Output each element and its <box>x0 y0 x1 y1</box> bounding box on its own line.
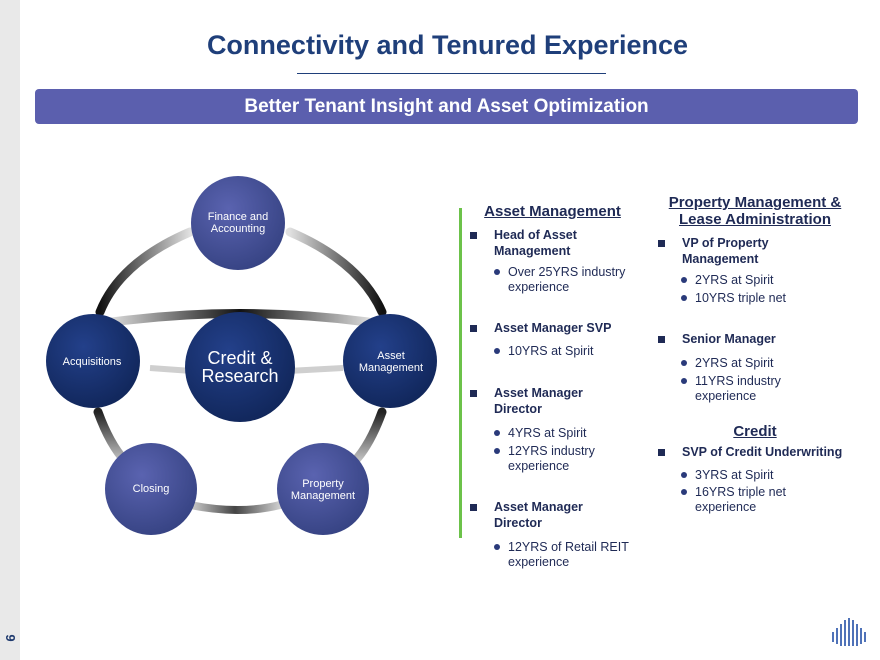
side-strip <box>0 0 20 660</box>
heading-line: Property Management & <box>668 194 842 211</box>
role-head-of-asset-management: Head of Asset Management <box>470 227 577 259</box>
node-asset-label-1: Asset <box>377 350 405 362</box>
fact-2yrs-spirit-senior: 2YRS at Spirit <box>681 356 774 370</box>
node-closing <box>105 443 197 535</box>
node-center-label-1: Credit & <box>207 348 272 368</box>
role-line: Director <box>494 402 542 416</box>
credit-heading: Credit <box>733 423 777 440</box>
role-svp-credit-underwriting: SVP of Credit Underwriting <box>657 445 843 459</box>
node-asset-label-2: Management <box>359 362 423 374</box>
fact-line: 12YRS industry <box>508 444 595 458</box>
fact-10yrs-spirit: 10YRS at Spirit <box>493 344 594 358</box>
fact-line: experience <box>508 459 570 473</box>
arc-acquisitions-center <box>149 365 193 374</box>
role-line: Head of Asset <box>494 228 577 242</box>
role-asset-manager-director-2: Asset Manager Director <box>470 499 583 531</box>
node-property <box>277 443 369 535</box>
node-finance <box>191 176 285 270</box>
role-vp-property-management: VP of Property Management <box>658 235 769 267</box>
fact-line: 11YRS industry <box>695 374 781 388</box>
role-line: VP of Property <box>682 236 769 250</box>
node-property-label-1: Property <box>302 478 344 490</box>
fact-3yrs-spirit: 3YRS at Spirit <box>681 468 774 482</box>
role-senior-manager: Senior Manager <box>658 332 776 346</box>
node-finance-label-1: Finance and <box>208 211 269 223</box>
fact-over-25yrs: Over 25YRS industry experience <box>493 265 626 295</box>
node-property-label-2: Management <box>291 490 355 502</box>
property-management-column: Property Management & Lease Administrati… <box>655 194 870 524</box>
node-acquisitions-label: Acquisitions <box>63 356 122 368</box>
page-title: Connectivity and Tenured Experience <box>206 30 689 60</box>
node-asset <box>343 314 437 408</box>
fact-16yrs-triple-net: 16YRS triple net experience <box>680 485 787 515</box>
company-logo-icon <box>832 618 866 646</box>
banner: Better Tenant Insight and Asset Optimiza… <box>35 89 858 124</box>
node-acquisitions <box>46 314 140 408</box>
heading-line: Lease Administration <box>679 211 831 228</box>
arc-asset-property <box>349 407 387 467</box>
property-management-heading: Property Management & Lease Administrati… <box>655 194 855 228</box>
column-divider <box>459 208 462 538</box>
fact-line: experience <box>508 280 570 294</box>
fact-line: 12YRS of Retail REIT <box>508 540 629 554</box>
fact-10yrs-triple-net: 10YRS triple net <box>680 291 787 305</box>
fact-4yrs-spirit: 4YRS at Spirit <box>494 426 587 440</box>
fact-line: 16YRS triple net <box>695 485 787 499</box>
node-center-label-2: Research <box>201 366 278 386</box>
fact-line: Over 25YRS industry <box>508 265 626 279</box>
fact-12yrs-retail-reit: 12YRS of Retail REIT experience <box>494 540 629 570</box>
fact-line: experience <box>695 389 757 403</box>
fact-line: experience <box>695 500 757 514</box>
role-line: Management <box>494 244 571 258</box>
node-finance-label-2: Accounting <box>211 223 265 235</box>
role-line: Director <box>494 516 542 530</box>
arc-finance-acquisitions <box>95 227 195 317</box>
fact-2yrs-spirit: 2YRS at Spirit <box>681 273 774 287</box>
fact-12yrs-industry: 12YRS industry experience <box>494 444 595 474</box>
fact-line: experience <box>508 555 570 569</box>
arc-closing-property <box>186 501 284 514</box>
role-line: Asset Manager <box>494 500 583 514</box>
node-center <box>185 312 295 422</box>
arc-finance-asset <box>285 227 387 317</box>
role-line: Management <box>682 252 759 266</box>
arc-center-asset <box>287 365 344 374</box>
role-asset-manager-director-1: Asset Manager Director <box>470 385 583 417</box>
role-asset-manager-svp: Asset Manager SVP <box>469 321 612 335</box>
fact-11yrs-industry: 11YRS industry experience <box>681 374 781 404</box>
asset-management-column: Asset Management Head of Asset Managemen… <box>469 203 640 583</box>
title-underline <box>297 73 606 74</box>
asset-management-heading: Asset Management <box>484 203 621 220</box>
role-line: Asset Manager <box>494 386 583 400</box>
node-closing-label: Closing <box>133 483 170 495</box>
